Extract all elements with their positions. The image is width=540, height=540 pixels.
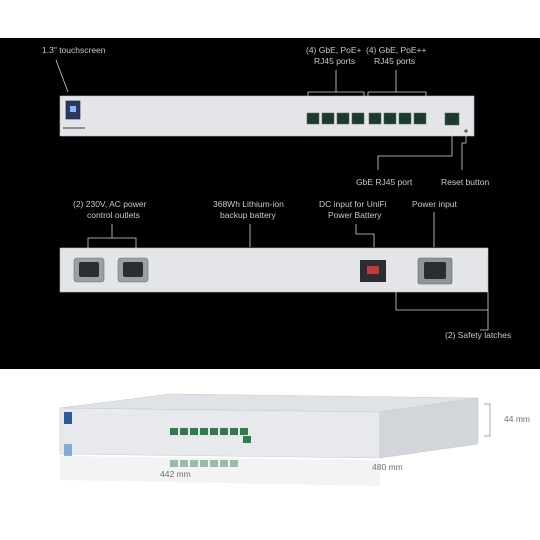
logo-strip bbox=[63, 127, 85, 129]
screen-reflection bbox=[64, 444, 72, 456]
rj45-port-8[interactable] bbox=[413, 112, 427, 125]
perspective-port-4 bbox=[200, 428, 208, 435]
reflection-port-6 bbox=[220, 460, 228, 467]
touchscreen-glyph bbox=[70, 106, 76, 112]
rj45-port-7[interactable] bbox=[398, 112, 412, 125]
height-dimension: 44 mm bbox=[504, 414, 530, 424]
latches-label: (2) Safety latches bbox=[445, 330, 511, 340]
rj45-port-4[interactable] bbox=[351, 112, 365, 125]
perspective-port-9 bbox=[243, 436, 251, 443]
poe-plus-label-2: RJ45 ports bbox=[314, 56, 355, 66]
screen-perspective bbox=[64, 412, 72, 424]
battery-label-2: backup battery bbox=[220, 210, 277, 220]
reflection-port-1 bbox=[170, 460, 178, 467]
poe-plusplus-label-1: (4) GbE, PoE++ bbox=[366, 45, 427, 55]
ac-outlet-1-face bbox=[79, 262, 99, 277]
perspective-port-5 bbox=[210, 428, 218, 435]
perspective-port-7 bbox=[230, 428, 238, 435]
perspective-port-3 bbox=[190, 428, 198, 435]
reflection-port-5 bbox=[210, 460, 218, 467]
dc-input-connector bbox=[367, 266, 379, 274]
perspective-ports-reflection bbox=[170, 460, 238, 467]
reset-button[interactable] bbox=[464, 129, 468, 133]
latches-leader bbox=[395, 292, 489, 331]
reflection-port-3 bbox=[190, 460, 198, 467]
dc-input-label-1: DC input for UniFi bbox=[319, 199, 387, 209]
reflection-port-7 bbox=[230, 460, 238, 467]
poe-plusplus-label-2: RJ45 ports bbox=[374, 56, 415, 66]
depth-dimension: 480 mm bbox=[372, 462, 403, 472]
gbe-port-label: GbE RJ45 port bbox=[356, 177, 413, 187]
front-panel bbox=[59, 95, 475, 137]
perspective-view: 44 mm 442 mm 480 mm bbox=[59, 393, 530, 486]
power-inlet-face bbox=[424, 262, 446, 279]
reflection-port-2 bbox=[180, 460, 188, 467]
rj45-port-2[interactable] bbox=[321, 112, 335, 125]
dc-input-label-2: Power Battery bbox=[328, 210, 382, 220]
perspective-port-2 bbox=[180, 428, 188, 435]
outlets-label-2: control outlets bbox=[87, 210, 140, 220]
chassis-side bbox=[379, 397, 479, 459]
ac-outlet-2-face bbox=[123, 262, 143, 277]
rj45-port-3[interactable] bbox=[336, 112, 350, 125]
rj45-port-1[interactable] bbox=[306, 112, 320, 125]
battery-label-1: 368Wh Lithium-ion bbox=[213, 199, 284, 209]
reflection-port-4 bbox=[200, 460, 208, 467]
height-dimension-line bbox=[484, 403, 491, 437]
touchscreen-leader bbox=[55, 59, 69, 93]
width-dimension: 442 mm bbox=[160, 469, 191, 479]
poe-ports bbox=[306, 112, 427, 125]
touchscreen-label: 1.3" touchscreen bbox=[42, 45, 106, 55]
dc-input-leader bbox=[355, 224, 375, 247]
reset-label: Reset button bbox=[441, 177, 489, 187]
chassis-reflection bbox=[60, 456, 380, 486]
power-input-label: Power input bbox=[412, 199, 458, 209]
rj45-port-5[interactable] bbox=[368, 112, 382, 125]
rj45-port-6[interactable] bbox=[383, 112, 397, 125]
poe-plus-label-1: (4) GbE, PoE+ bbox=[306, 45, 362, 55]
outlets-label-1: (2) 230V, AC power bbox=[73, 199, 147, 209]
dark-backdrop bbox=[0, 38, 540, 369]
gbe-port-leader bbox=[377, 127, 453, 170]
reset-leader bbox=[461, 134, 467, 170]
perspective-port-1 bbox=[170, 428, 178, 435]
perspective-port-6 bbox=[220, 428, 228, 435]
gbe-port[interactable] bbox=[444, 112, 460, 126]
perspective-port-8 bbox=[240, 428, 248, 435]
perspective-ports bbox=[170, 428, 251, 443]
front-view: 1.3" touchscreen (4) GbE, PoE+ RJ45 port… bbox=[42, 45, 489, 187]
outlets-bracket bbox=[87, 224, 137, 250]
rear-view: (2) 230V, AC power control outlets 368Wh… bbox=[59, 199, 511, 340]
